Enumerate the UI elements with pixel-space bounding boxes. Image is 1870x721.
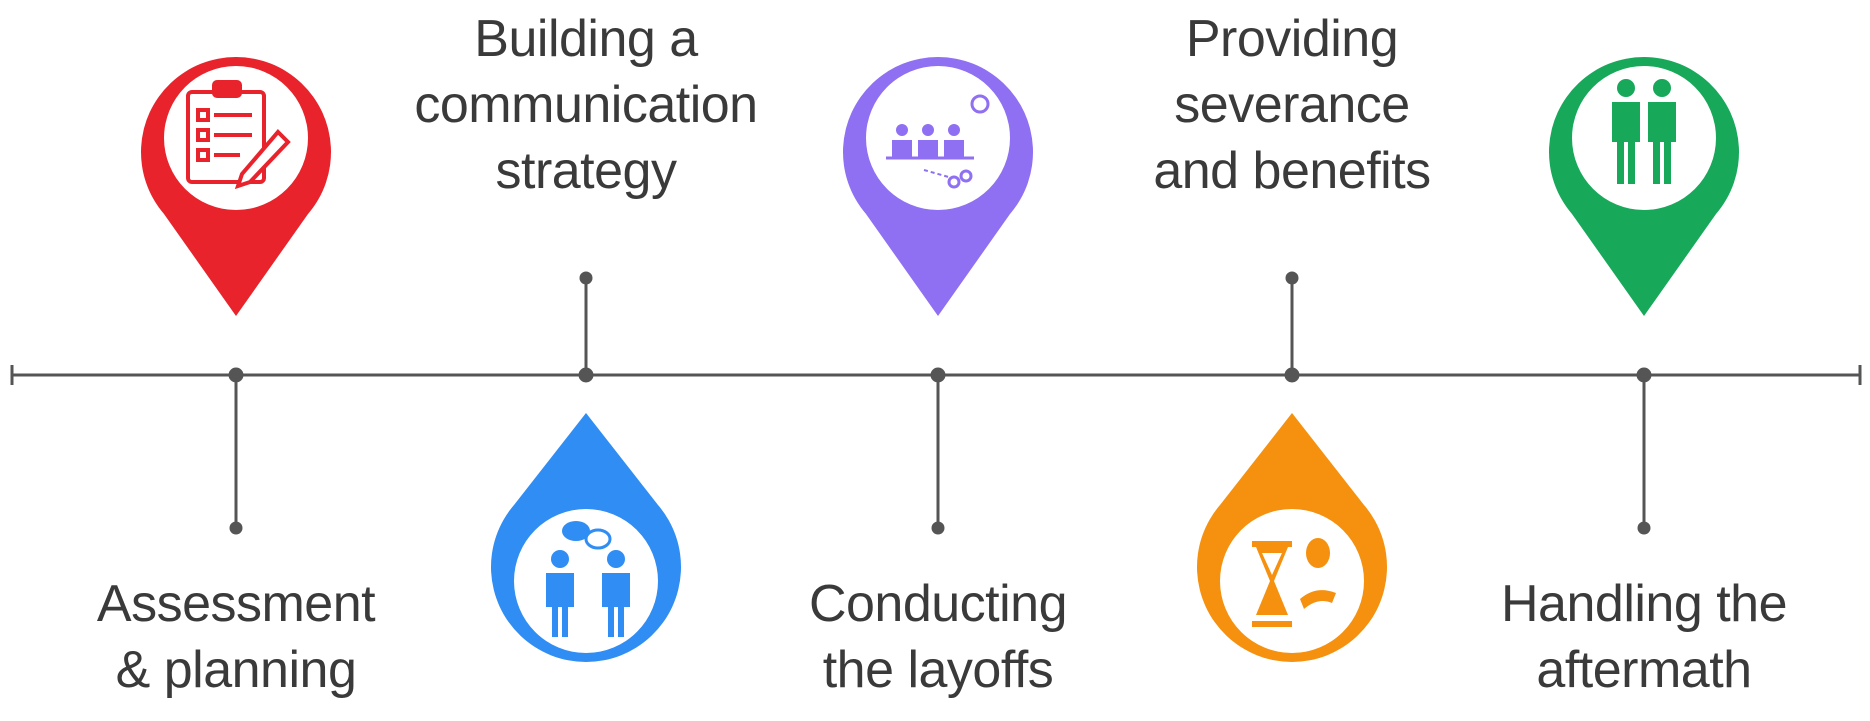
people-conversation-icon (546, 521, 630, 637)
two-people-icon (1612, 79, 1676, 184)
team-cut-icon (886, 94, 990, 189)
pin-communication (491, 413, 681, 662)
pin-layoffs (843, 57, 1033, 316)
clipboard-pencil-icon (186, 80, 291, 190)
step-label-layoffs: Conducting the layoffs (808, 575, 1068, 699)
step-label-assessment: Assessment & planning (96, 575, 376, 699)
step-label-aftermath: Handling the aftermath (1501, 575, 1788, 699)
connectors (228, 271, 1652, 535)
step-label-communication: Building a communication strategy (414, 10, 758, 200)
pin-aftermath (1549, 57, 1739, 316)
pin-assessment (141, 57, 331, 316)
step-label-severance: Providing severance and benefits (1153, 10, 1431, 200)
pin-severance (1197, 413, 1387, 662)
hourglass-money-icon (1252, 538, 1336, 627)
